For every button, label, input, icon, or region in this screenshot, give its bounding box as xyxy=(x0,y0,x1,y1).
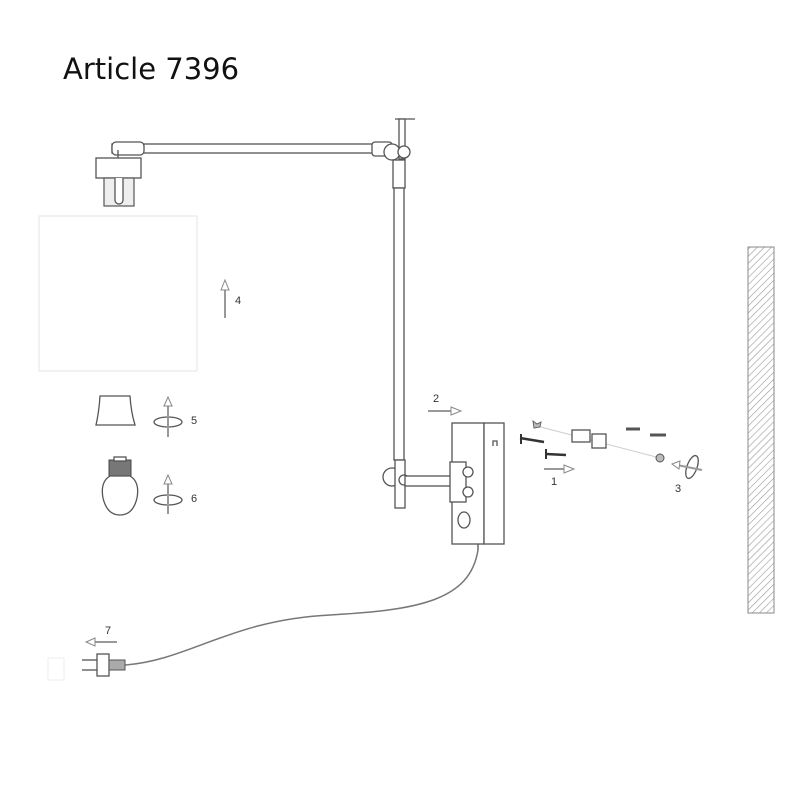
step-label-6: 6 xyxy=(191,493,197,505)
rotate-icon xyxy=(153,395,183,437)
power-plug xyxy=(82,653,126,677)
wall-box xyxy=(449,422,505,550)
lamp-arm xyxy=(111,118,458,509)
watermark xyxy=(47,657,65,681)
arrow-right-icon xyxy=(428,406,463,416)
light-bulb xyxy=(101,456,139,516)
arrow-left-icon xyxy=(84,637,117,647)
wall xyxy=(747,246,775,614)
power-cable xyxy=(124,549,479,666)
step-label-5: 5 xyxy=(191,415,197,427)
article-title: Article 7396 xyxy=(63,52,240,86)
step-label-4: 4 xyxy=(235,295,241,307)
lamp-holder xyxy=(95,150,142,207)
step-label-2: 2 xyxy=(433,393,439,405)
screwdriver-rotate-icon xyxy=(670,454,703,480)
arrow-up-icon xyxy=(220,278,230,318)
step-label-1: 1 xyxy=(551,476,557,488)
step-label-3: 3 xyxy=(675,483,681,495)
shade-ring xyxy=(95,395,136,426)
arrow-right-icon xyxy=(544,464,576,474)
mounting-hardware xyxy=(519,419,666,463)
rotate-icon xyxy=(153,473,183,514)
step-label-7: 7 xyxy=(105,625,111,637)
lamp-shade xyxy=(38,215,198,372)
